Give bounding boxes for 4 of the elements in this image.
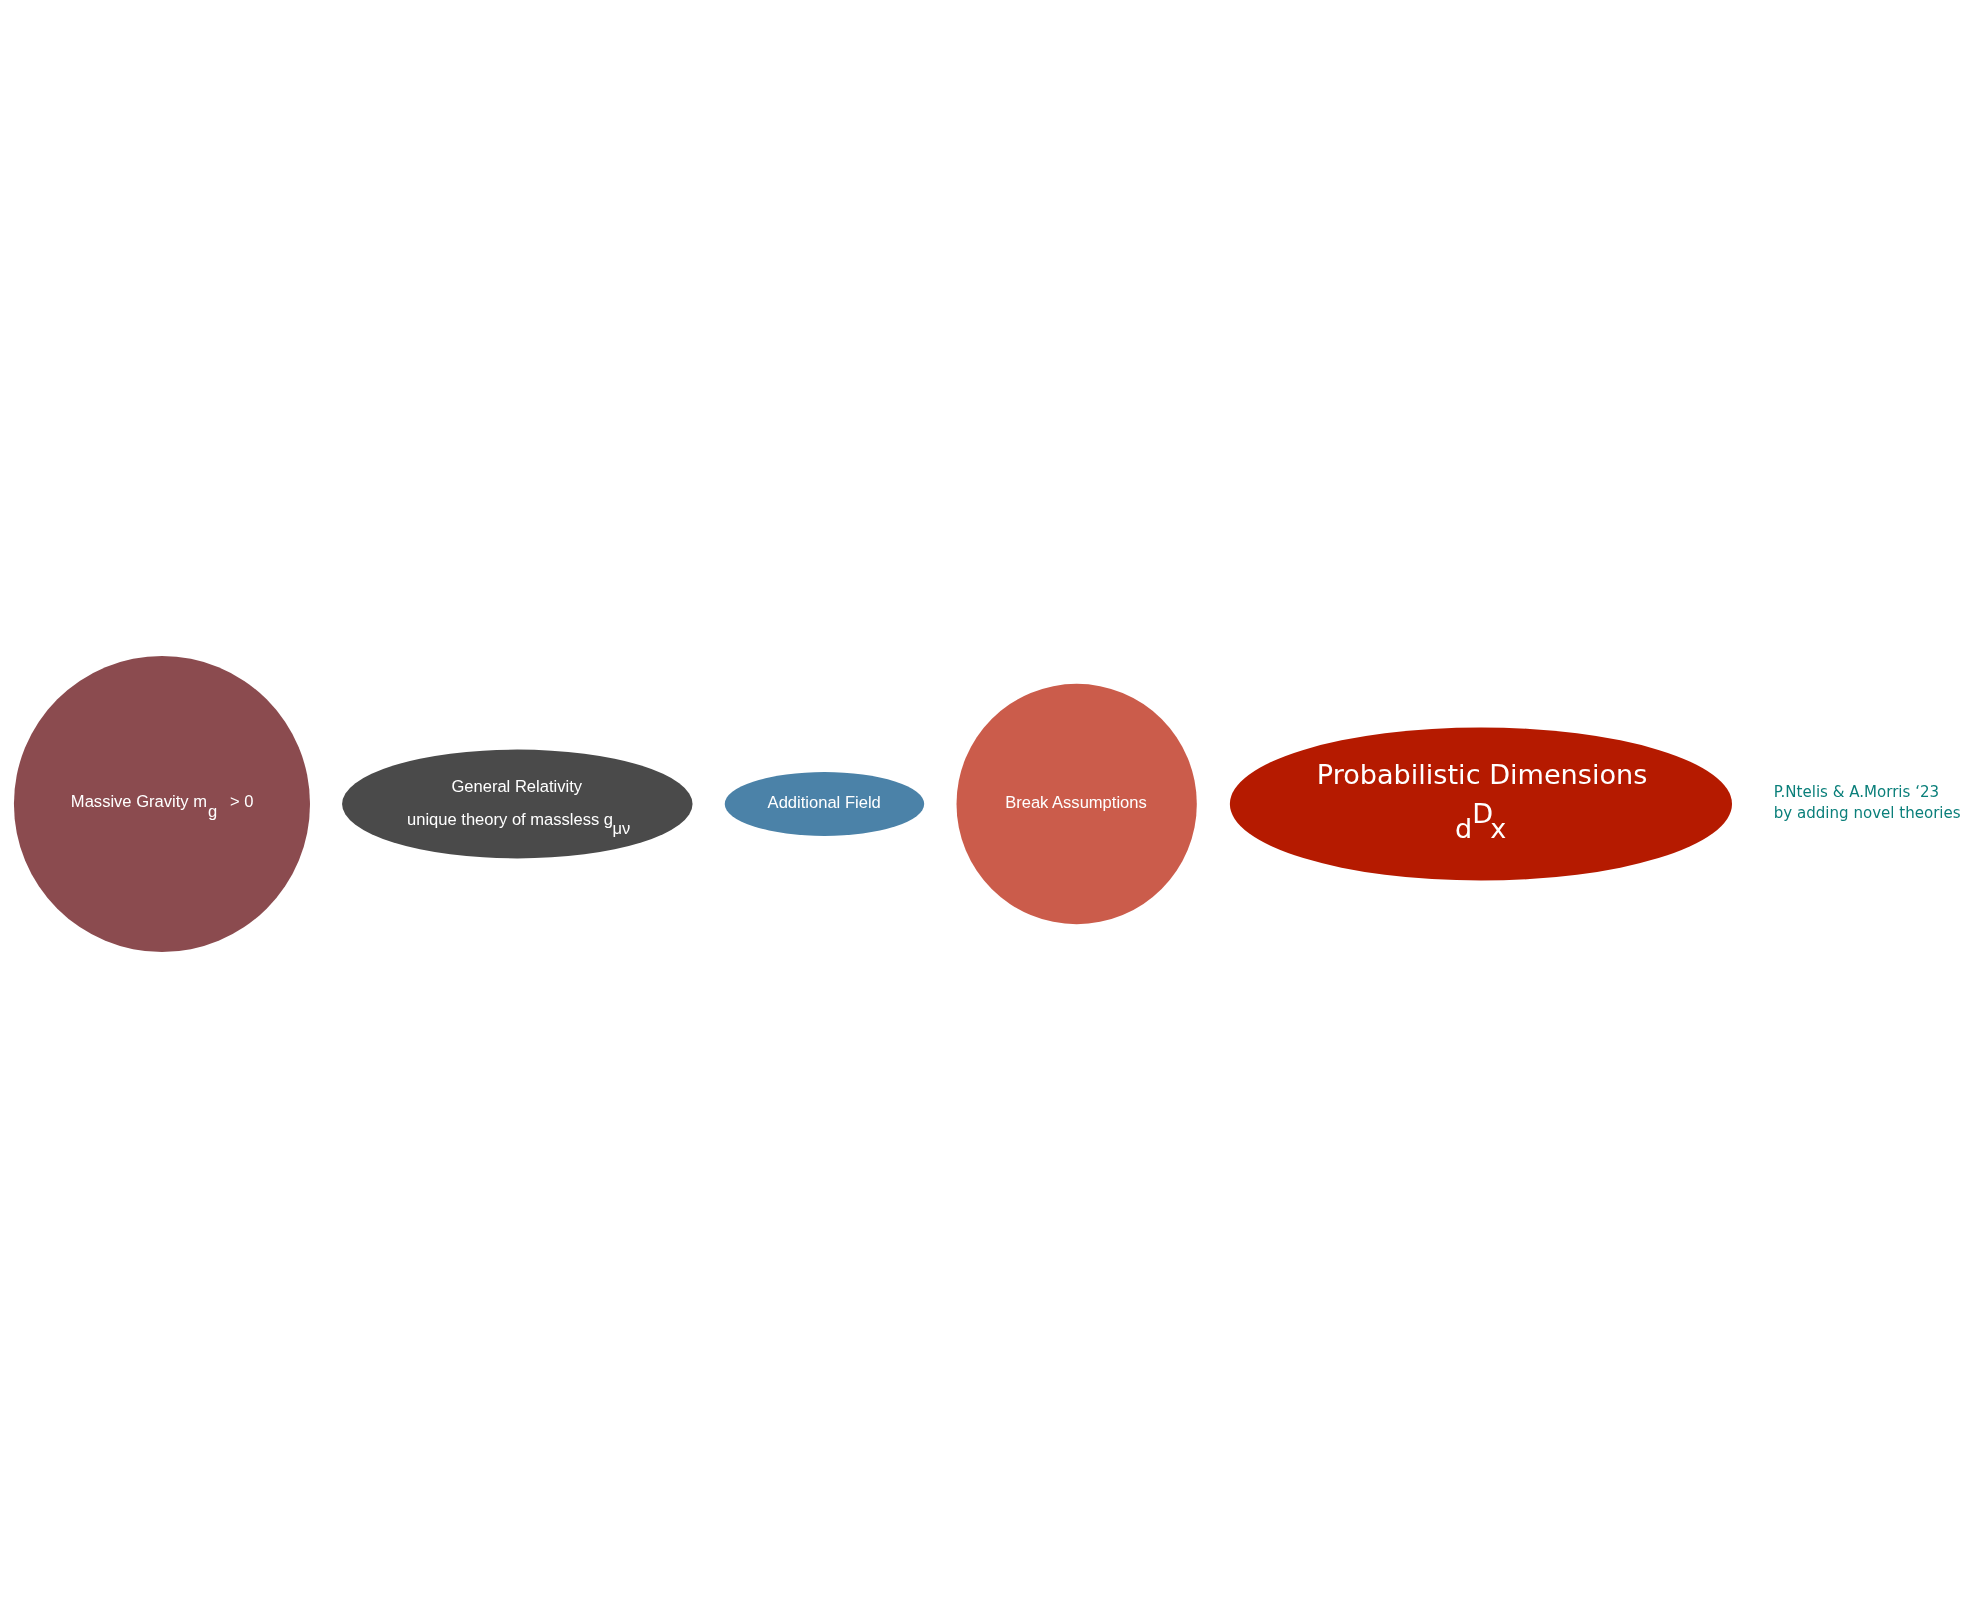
node-circle: Break Assumptions [956, 683, 1197, 925]
label: P.Ntelis & A.Morris ‘23 [1773, 783, 1939, 802]
node-ellipse: Additional Field [724, 772, 924, 836]
label: by adding novel theories [1773, 804, 1961, 823]
